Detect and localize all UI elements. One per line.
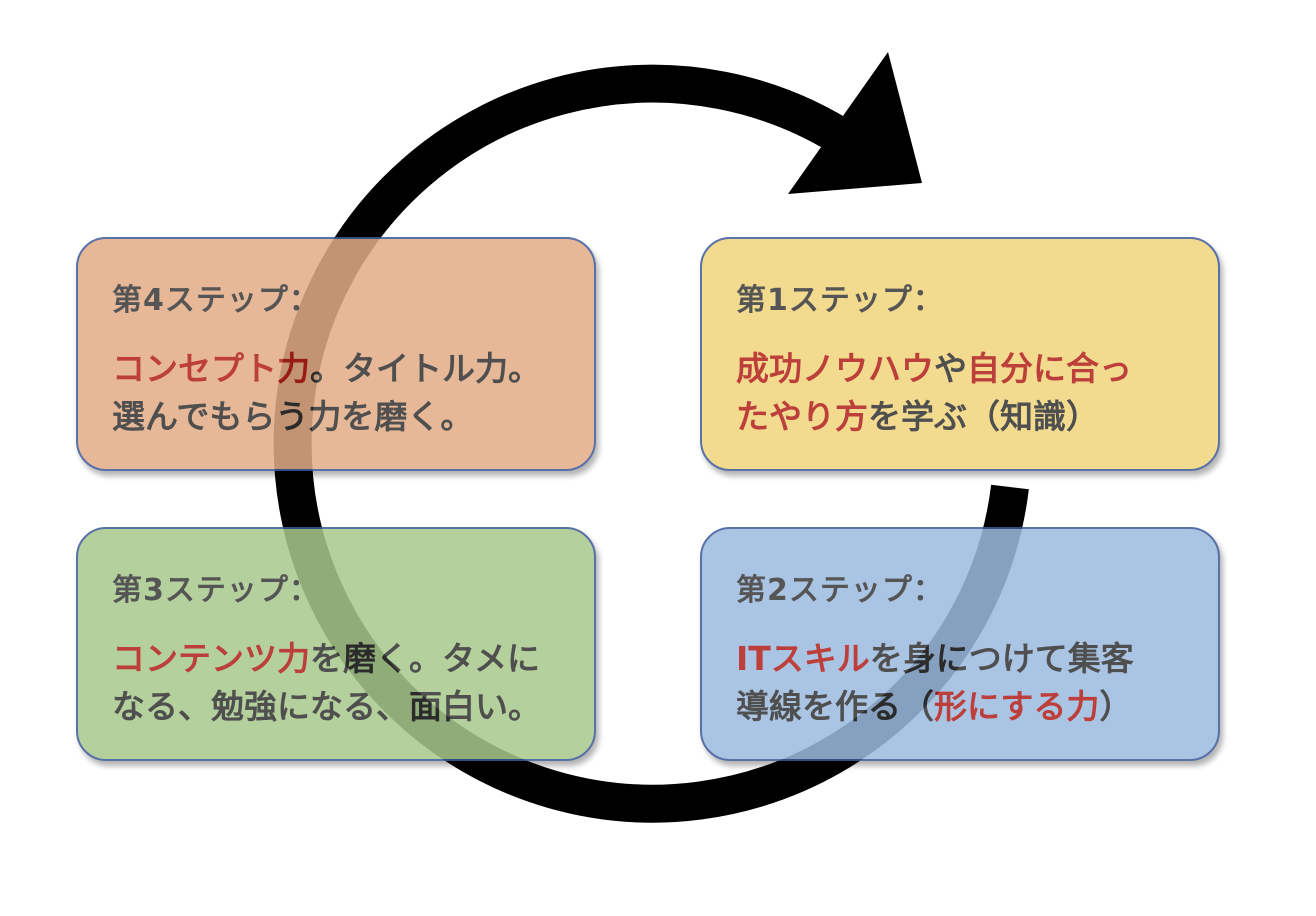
step3-body: コンテンツ力を磨く。タメに なる、勉強になる、面白い。 <box>112 635 560 731</box>
step3-line1: コンテンツ力を磨く。タメに <box>112 635 560 683</box>
step2-card: 第2ステップ： ITスキルを身につけて集客 導線を作る（形にする力） <box>700 527 1220 761</box>
step4-heading: 第4ステップ： <box>112 283 320 318</box>
step4-line1: コンセプト力。タイトル力。 <box>112 345 560 393</box>
step4-line2: 選んでもらう力を磨く。 <box>112 397 474 436</box>
step1-heading: 第1ステップ： <box>736 283 944 318</box>
step2-highlight-b: 形にする力 <box>934 687 1100 726</box>
step2-highlight-a: ITスキル <box>736 639 870 678</box>
step3-heading: 第3ステップ： <box>112 573 320 608</box>
step2-line1-text: を身につけて集客 <box>869 639 1134 678</box>
step1-highlight-c: たやり方 <box>736 397 868 436</box>
step1-highlight-b: 自分に合っ <box>967 349 1132 388</box>
step2-body: ITスキルを身につけて集客 導線を作る（形にする力） <box>736 635 1184 731</box>
step4-body: コンセプト力。タイトル力。 選んでもらう力を磨く。 <box>112 345 560 441</box>
step2-line1: ITスキルを身につけて集客 <box>736 635 1184 683</box>
step2-line2-end: ） <box>1099 687 1133 726</box>
step3-line1-text: を磨く。タメに <box>310 639 541 678</box>
step3-highlight: コンテンツ力 <box>112 639 310 678</box>
step2-heading: 第2ステップ： <box>736 573 944 608</box>
step4-card: 第4ステップ： コンセプト力。タイトル力。 選んでもらう力を磨く。 <box>76 237 596 471</box>
cycle-arrow-head <box>788 52 922 194</box>
step3-card: 第3ステップ： コンテンツ力を磨く。タメに なる、勉強になる、面白い。 <box>76 527 596 761</box>
step4-line1-text: 。タイトル力。 <box>310 349 541 388</box>
step1-highlight-a: 成功ノウハウ <box>736 349 934 388</box>
step4-highlight: コンセプト力 <box>112 349 310 388</box>
step1-card: 第1ステップ： 成功ノウハウや自分に合っ たやり方を学ぶ（知識） <box>700 237 1220 471</box>
step2-line2-start: 導線を作る（ <box>736 687 934 726</box>
step1-body: 成功ノウハウや自分に合っ たやり方を学ぶ（知識） <box>736 345 1184 441</box>
step1-line1: 成功ノウハウや自分に合っ <box>736 345 1184 393</box>
step1-line1-mid: や <box>934 349 967 388</box>
step1-line2: たやり方を学ぶ（知識） <box>736 393 1184 441</box>
step2-line2: 導線を作る（形にする力） <box>736 683 1184 731</box>
step1-line2-text: を学ぶ（知識） <box>868 397 1099 436</box>
step3-line2: なる、勉強になる、面白い。 <box>112 687 541 726</box>
